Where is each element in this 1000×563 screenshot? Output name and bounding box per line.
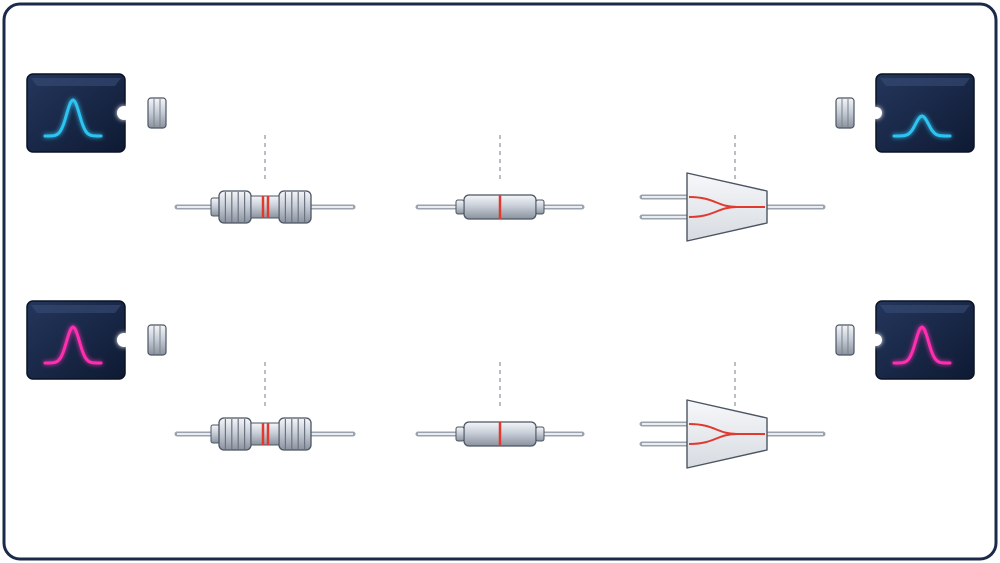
connector-pair-icon <box>174 417 356 451</box>
coupler-component <box>639 172 826 242</box>
source-pulse-icon <box>43 98 103 138</box>
coupler-path-mark <box>688 196 765 218</box>
coupler-icon <box>639 172 826 242</box>
source-transceiver <box>26 300 126 380</box>
splice-sleeve-component <box>415 194 585 220</box>
receiver-pulse-icon <box>892 325 952 365</box>
receiver-transceiver <box>875 300 975 380</box>
source-pulse-icon <box>43 325 103 365</box>
connector-right-nut <box>278 190 312 224</box>
receiver-ferrule <box>835 97 855 129</box>
connector-pair-component <box>174 417 356 451</box>
receiver-transceiver-bevel <box>880 305 970 313</box>
splice-sleeve-cap <box>535 199 545 215</box>
connector-adapter <box>250 422 280 446</box>
blue-link-fiber <box>166 105 836 121</box>
source-ferrule-body <box>147 324 167 356</box>
splice-sleeve-cap <box>455 426 465 442</box>
connector-left-nut <box>218 190 252 224</box>
receiver-transceiver-bevel <box>880 78 970 86</box>
receiver-ferrule <box>835 324 855 356</box>
splice-sleeve-icon <box>415 421 585 447</box>
receiver-ferrule-body <box>835 97 855 129</box>
splice-sleeve-cap <box>535 426 545 442</box>
connector-pair-component <box>174 190 356 224</box>
receiver-ferrule-body <box>835 324 855 356</box>
source-transceiver-bevel <box>31 305 121 313</box>
magenta-link-fiber <box>166 332 836 348</box>
connector-pair-icon <box>174 190 356 224</box>
splice-sleeve-component <box>415 421 585 447</box>
coupler-body <box>686 172 768 242</box>
blue-link <box>26 73 975 242</box>
splice-sleeve-icon <box>415 194 585 220</box>
receiver-transceiver <box>875 73 975 153</box>
magenta-link <box>26 300 975 469</box>
coupler-component <box>639 399 826 469</box>
receiver-pulse-icon <box>892 114 952 138</box>
source-transceiver <box>26 73 126 153</box>
source-ferrule-body <box>147 97 167 129</box>
coupler-icon <box>639 399 826 469</box>
source-transceiver-bevel <box>31 78 121 86</box>
coupler-path-mark <box>688 423 765 445</box>
connector-right-nut <box>278 417 312 451</box>
source-ferrule <box>147 97 167 129</box>
source-ferrule <box>147 324 167 356</box>
connector-left-nut <box>218 417 252 451</box>
coupler-body <box>686 399 768 469</box>
connector-adapter <box>250 195 280 219</box>
splice-sleeve-cap <box>455 199 465 215</box>
